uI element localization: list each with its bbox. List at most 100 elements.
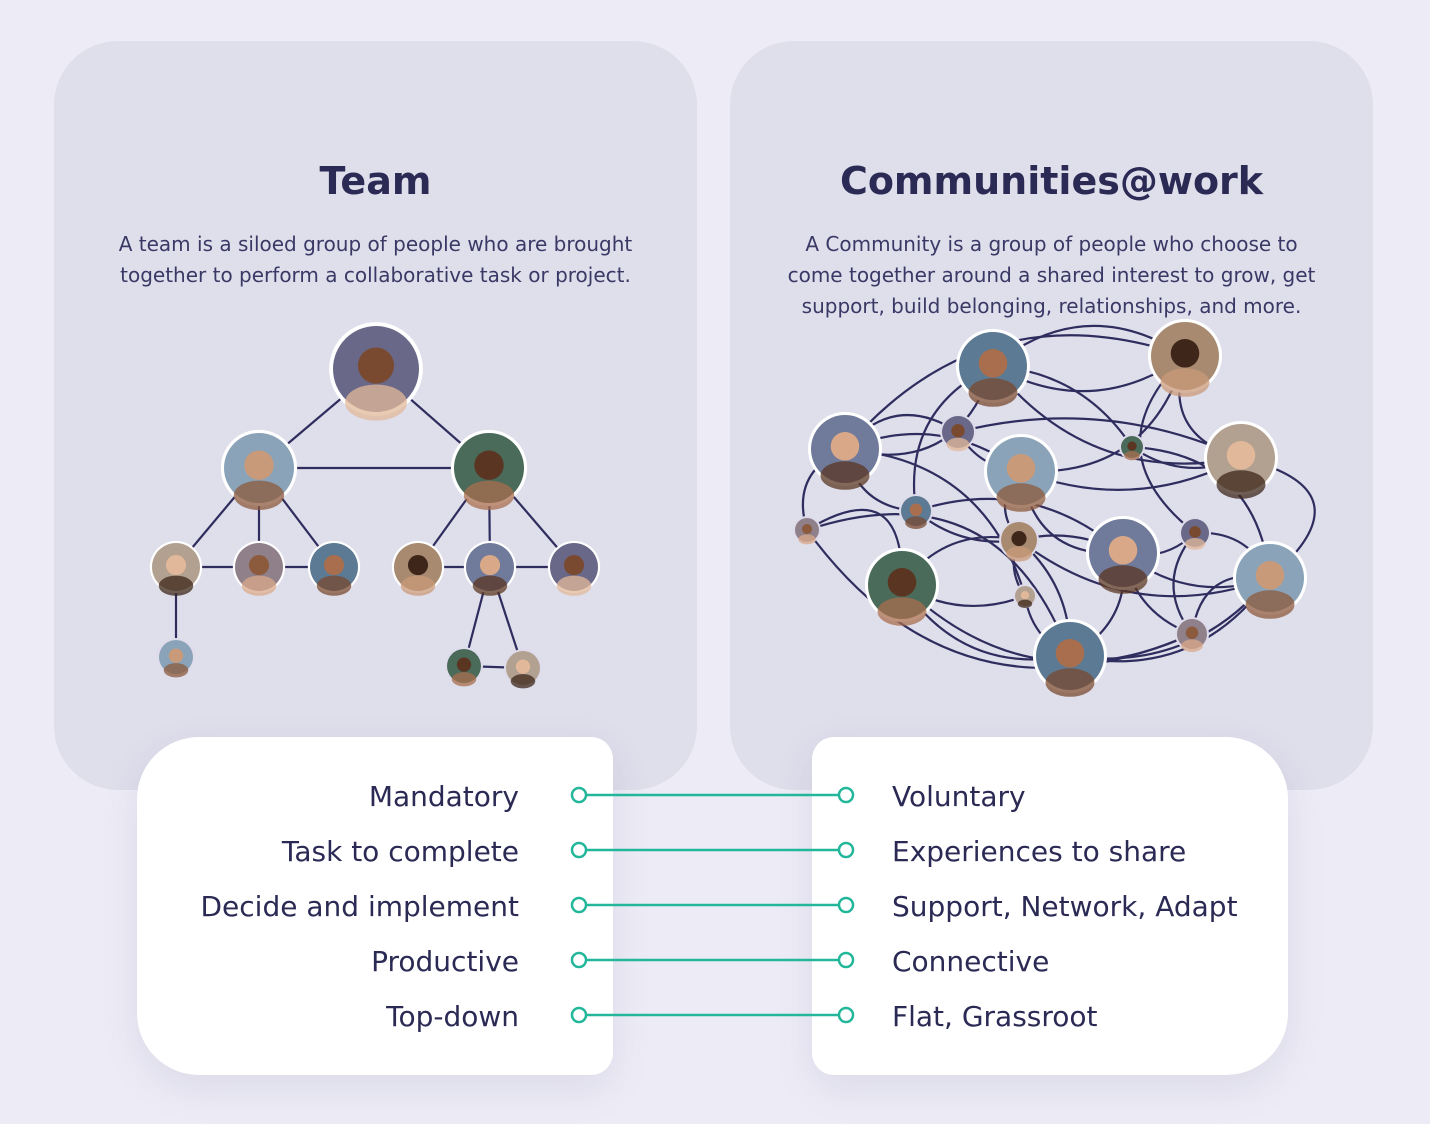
community-title: Communities@work xyxy=(839,159,1264,203)
community-edge xyxy=(992,365,1242,465)
community-edge xyxy=(806,513,1072,657)
community-member-avatar xyxy=(1032,618,1108,697)
avatar-shoulders xyxy=(158,575,194,596)
team-member-avatar xyxy=(547,540,601,596)
avatar-face xyxy=(474,450,504,480)
avatar-shoulders xyxy=(400,575,436,596)
community-member-avatar xyxy=(1119,434,1145,461)
community-trait-support: Support, Network, Adapt xyxy=(892,890,1238,923)
avatar-shoulders xyxy=(798,534,816,545)
team-member-avatar xyxy=(391,540,445,596)
avatar-face xyxy=(1189,526,1201,538)
avatar-shoulders xyxy=(905,516,927,529)
avatar-shoulders xyxy=(1181,639,1203,652)
avatar-shoulders xyxy=(163,663,189,678)
avatar-face xyxy=(323,555,345,576)
avatar-shoulders xyxy=(345,384,407,421)
avatar-face xyxy=(357,347,395,384)
avatar-shoulders xyxy=(820,461,870,490)
avatar-face xyxy=(1020,591,1030,600)
avatar-face xyxy=(479,555,501,576)
avatar-face xyxy=(1170,339,1200,368)
avatar-shoulders xyxy=(1245,590,1295,619)
avatar-face xyxy=(168,648,184,663)
avatar-shoulders xyxy=(996,483,1046,512)
avatar-shoulders xyxy=(451,672,477,687)
community-member-avatar xyxy=(899,494,933,529)
avatar-face xyxy=(165,555,187,576)
avatar-face xyxy=(244,450,274,480)
avatar-shoulders xyxy=(1098,565,1148,594)
avatar-shoulders xyxy=(1184,538,1206,550)
avatar-face xyxy=(1108,536,1138,565)
team-member-avatar xyxy=(307,540,361,596)
avatar-shoulders xyxy=(463,480,515,510)
community-member-avatar xyxy=(1013,584,1037,608)
community-member-avatar xyxy=(864,547,940,626)
avatar-face xyxy=(801,524,813,535)
avatar-face xyxy=(909,503,923,517)
avatar-face xyxy=(515,659,531,674)
avatar-face xyxy=(407,555,429,576)
team-member-avatar xyxy=(504,649,542,689)
community-traits-panel xyxy=(812,737,1288,1075)
community-trait-flat: Flat, Grassroot xyxy=(892,1000,1098,1033)
team-member-avatar xyxy=(149,540,203,596)
avatar-shoulders xyxy=(233,480,285,510)
community-trait-experiences: Experiences to share xyxy=(892,835,1187,868)
community-member-avatar xyxy=(999,520,1039,562)
community-network-nodes xyxy=(793,318,1308,697)
team-description: A team is a siloed group of people who a… xyxy=(118,232,633,287)
team-member-avatar xyxy=(450,429,528,510)
avatar-face xyxy=(1185,626,1199,640)
community-edge xyxy=(957,417,1242,460)
avatar-shoulders xyxy=(1124,450,1140,461)
avatar-shoulders xyxy=(968,378,1018,407)
team-trait-top-down: Top-down xyxy=(386,1000,519,1033)
avatar-shoulders xyxy=(316,575,352,596)
team-hierarchy-nodes xyxy=(149,322,601,689)
avatar-shoulders xyxy=(1006,546,1032,562)
avatar-face xyxy=(1255,561,1285,590)
avatar-face xyxy=(978,349,1008,378)
community-member-avatar xyxy=(807,411,883,490)
team-member-avatar xyxy=(445,647,483,687)
avatar-face xyxy=(248,555,270,576)
community-trait-voluntary: Voluntary xyxy=(892,780,1026,813)
team-trait-mandatory: Mandatory xyxy=(368,780,519,813)
avatar-face xyxy=(1226,441,1256,470)
team-member-avatar xyxy=(329,322,423,421)
avatar-face xyxy=(456,657,472,672)
team-trait-task: Task to complete xyxy=(281,835,519,868)
community-trait-connective: Connective xyxy=(892,945,1050,978)
avatar-shoulders xyxy=(1045,668,1095,697)
team-title: Team xyxy=(319,159,432,203)
team-member-avatar xyxy=(463,540,517,596)
community-member-avatar xyxy=(1179,517,1211,550)
avatar-shoulders xyxy=(556,575,592,596)
avatar-shoulders xyxy=(1160,368,1210,397)
community-member-avatar xyxy=(1203,420,1279,499)
avatar-shoulders xyxy=(510,674,536,689)
community-member-avatar xyxy=(1232,540,1308,619)
team-member-avatar xyxy=(232,540,286,596)
avatar-shoulders xyxy=(877,597,927,626)
avatar-face xyxy=(1006,454,1036,483)
avatar-face xyxy=(951,424,965,438)
avatar-shoulders xyxy=(472,575,508,596)
avatar-shoulders xyxy=(1216,470,1266,499)
avatar-face xyxy=(563,555,585,576)
avatar-shoulders xyxy=(946,437,970,452)
team-trait-productive: Productive xyxy=(371,945,519,978)
community-member-avatar xyxy=(955,328,1031,407)
avatar-face xyxy=(830,432,860,461)
avatar-face xyxy=(1055,639,1085,668)
community-member-avatar xyxy=(1175,617,1209,652)
avatar-face xyxy=(1127,441,1137,451)
community-member-avatar xyxy=(793,516,821,545)
avatar-face xyxy=(887,568,917,597)
community-member-avatar xyxy=(983,433,1059,512)
avatar-face xyxy=(1011,531,1027,547)
community-description: A Community is a group of people who cho… xyxy=(787,232,1316,318)
